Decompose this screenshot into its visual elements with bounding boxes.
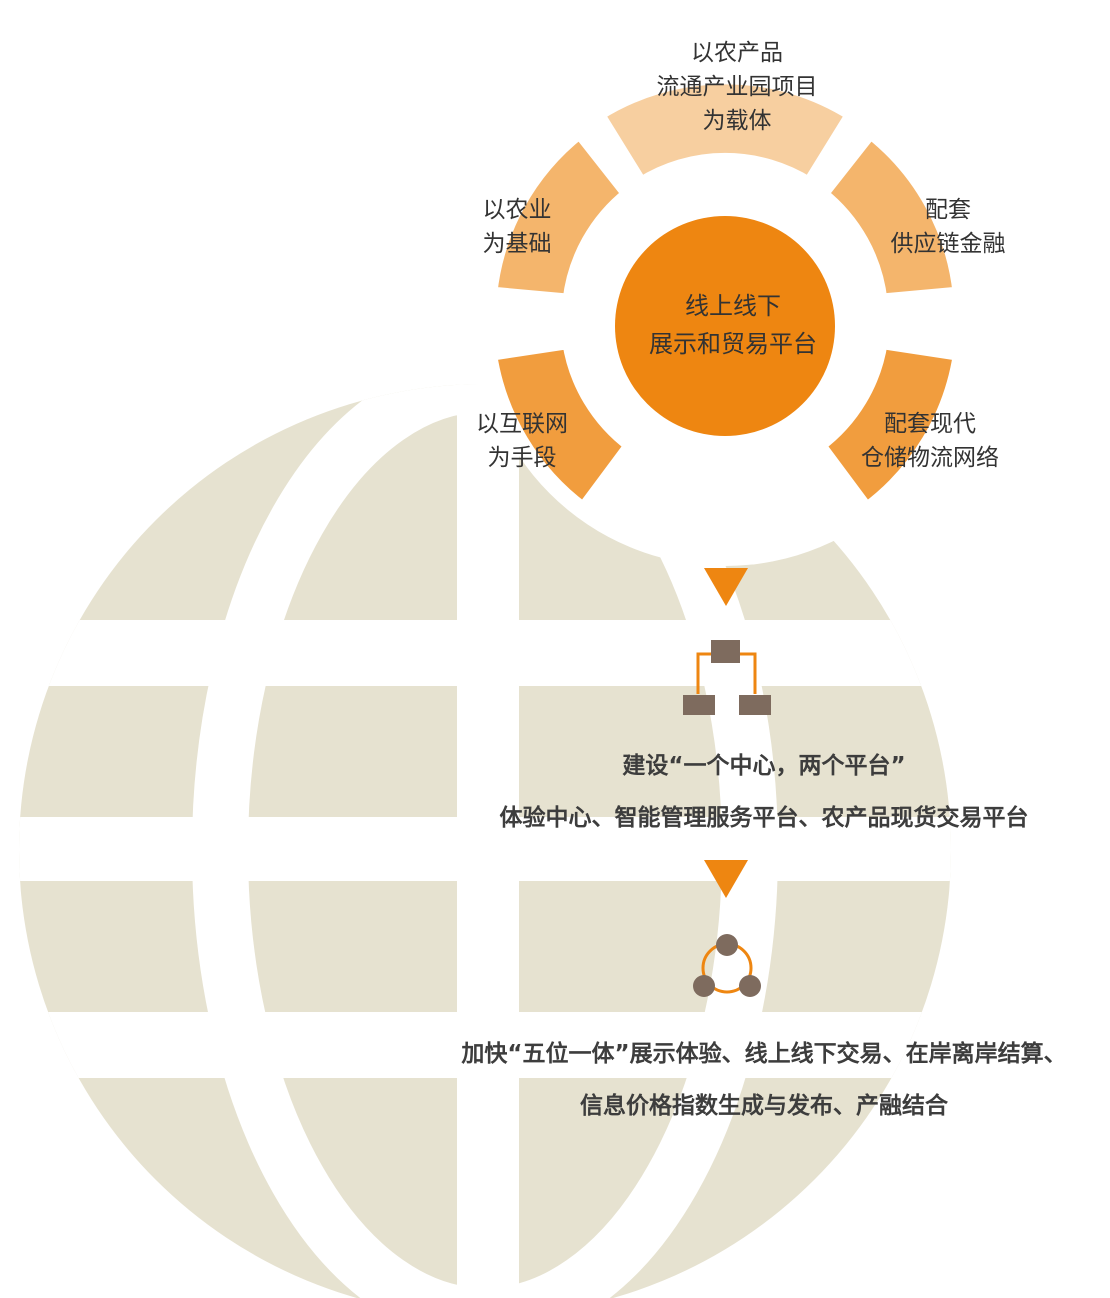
globe-latitude-gap [19,620,951,686]
network-cycle-icon [693,934,761,997]
down-arrow-2 [704,860,748,898]
petal-upper-right-label: 配套 供应链金融 [891,193,1006,261]
petal-lower-left-line1: 以互联网 [476,411,568,437]
petal-upper-left-label: 以农业 为基础 [483,193,552,261]
petal-lower-left-label: 以互联网 为手段 [476,407,568,475]
step1-heading: 建设“一个中心，两个平台” [622,753,906,779]
petal-upper-right [814,124,967,308]
step1-detail: 体验中心、智能管理服务平台、农产品现货交易平台 [499,805,1029,831]
step2-text: 加快“五位一体”展示体验、线上线下交易、在岸离岸结算、 信息价格指数生成与发布、… [461,1028,1066,1132]
petal-top-label: 以农产品 流通产业园项目 为载体 [657,36,818,138]
petal-upper-left [483,124,636,308]
petal-lower-left [483,334,639,517]
globe-longitude-gap [192,384,778,1298]
petal-upper-left-line1: 以农业 [482,197,552,223]
center-line1: 线上线下 [685,292,781,320]
globe-meridian-gap [457,384,519,1298]
petal-upper-right-line2: 供应链金融 [890,231,1006,257]
center-circle [615,216,835,436]
petal-lower-right-label: 配套现代 仓储物流网络 [861,407,999,475]
down-arrow-1 [704,568,748,606]
petal-top-line1: 以农产品 [691,40,783,66]
step1-text: 建设“一个中心，两个平台” 体验中心、智能管理服务平台、农产品现货交易平台 [500,740,1029,844]
step2-line2: 信息价格指数生成与发布、产融结合 [579,1093,948,1119]
petal-lower-right-line1: 配套现代 [884,411,976,437]
center-label: 线上线下 展示和贸易平台 [649,287,817,363]
petal-top [590,70,860,192]
petal-upper-right-line1: 配套 [925,197,971,223]
petal-lower-right-line2: 仓储物流网络 [861,445,999,471]
petal-top-line2: 流通产业园项目 [656,74,818,100]
center-line2: 展示和贸易平台 [649,330,817,358]
petal-lower-left-line2: 为手段 [487,445,557,471]
petal-lower-right [811,334,967,517]
petal-upper-left-line2: 为基础 [482,231,552,257]
step2-line1: 加快“五位一体”展示体验、线上线下交易、在岸离岸结算、 [461,1041,1067,1067]
hierarchy-icon [683,640,771,715]
petal-top-line3: 为载体 [702,108,772,134]
